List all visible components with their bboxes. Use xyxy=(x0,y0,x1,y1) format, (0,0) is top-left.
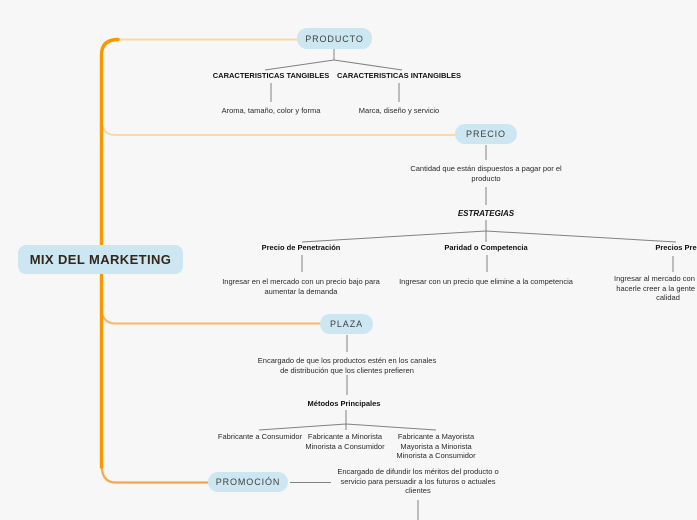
branch-line-producto xyxy=(100,38,298,71)
precio-description: Cantidad que están dispuestos a pagar po… xyxy=(410,164,562,183)
strategy-detail-premium: Ingresar al mercado con un prec hacerle … xyxy=(614,274,697,302)
strategy-title-penetracion: Precio de Penetración xyxy=(261,243,341,252)
producto-connectors xyxy=(264,49,403,102)
node-plaza[interactable]: PLAZA xyxy=(320,314,373,334)
branch-lines xyxy=(99,37,456,484)
precio-strategies-title: ESTRATEGIAS xyxy=(457,209,515,218)
precio-connectors xyxy=(301,145,677,272)
plaza-method-mayorista: Fabricante a Mayorista Mayorista a Minor… xyxy=(396,432,476,460)
node-promocion[interactable]: PROMOCIÓN xyxy=(208,472,288,492)
branch-line-promocion xyxy=(100,462,210,484)
node-producto[interactable]: PRODUCTO xyxy=(297,28,372,49)
strategy-detail-penetracion: Ingresar en el mercado con un precio baj… xyxy=(222,277,380,296)
trunk-line xyxy=(99,37,120,469)
root-node-mix-del-marketing[interactable]: MIX DEL MARKETING xyxy=(18,245,183,274)
promocion-connectors xyxy=(290,482,419,520)
producto-intangibles-detail: Marca, diseño y servicio xyxy=(358,106,440,115)
strategy-title-premium: Precios Premium xyxy=(655,243,697,252)
producto-tangibles-title: CARACTERISTICAS TANGIBLES xyxy=(212,71,330,80)
promocion-description: Encargado de difundir los méritos del pr… xyxy=(337,467,499,495)
gray-connectors xyxy=(258,49,677,520)
branch-line-precio xyxy=(100,118,456,136)
plaza-method-minorista: Fabricante a Minorista Minorista a Consu… xyxy=(305,432,385,451)
producto-tangibles-detail: Aroma, tamaño, color y forma xyxy=(221,106,321,115)
strategy-detail-paridad: Ingresar con un precio que elimine a la … xyxy=(399,277,573,286)
branch-line-plaza xyxy=(100,306,321,325)
plaza-description: Encargado de que los productos estén en … xyxy=(257,356,437,375)
plaza-methods-title: Métodos Principales xyxy=(307,399,381,408)
node-precio[interactable]: PRECIO xyxy=(455,124,517,144)
plaza-connectors xyxy=(258,335,437,431)
plaza-method-consumidor: Fabricante a Consumidor xyxy=(217,432,303,441)
producto-intangibles-title: CARACTERISTICAS INTANGIBLES xyxy=(336,71,462,80)
strategy-title-paridad: Paridad o Competencia xyxy=(444,243,528,252)
